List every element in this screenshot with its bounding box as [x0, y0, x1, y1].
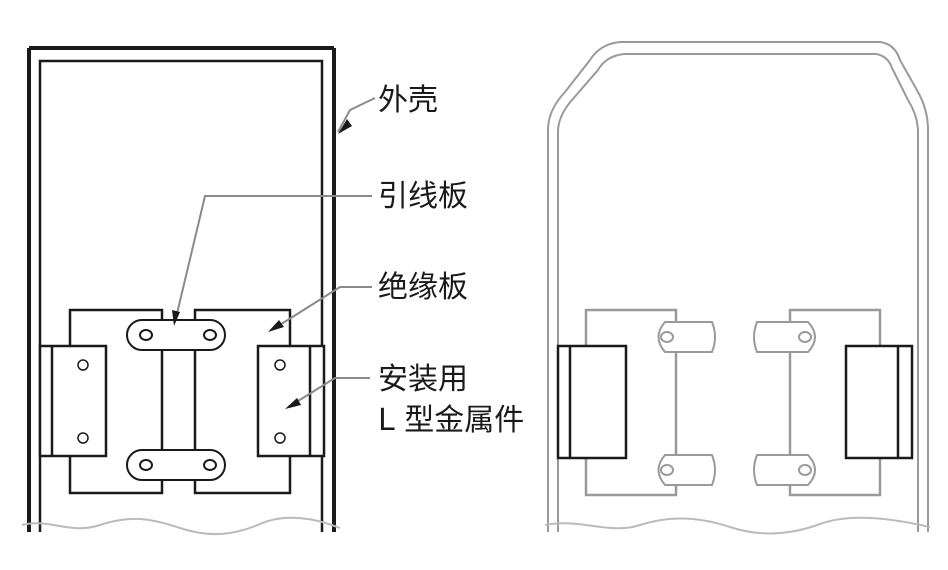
leader-lines [174, 97, 376, 407]
arrow-bracket [285, 398, 301, 409]
rounded-enclosure [547, 41, 929, 532]
tab-top-left [657, 321, 716, 353]
leader-bracket [289, 377, 370, 407]
top-lead-plate [126, 319, 226, 351]
right-view-right-bracket [844, 344, 914, 460]
bottom-lead-plate [126, 449, 226, 481]
break-line-left [21, 516, 341, 536]
break-line-right [544, 516, 931, 535]
leader-insulation-plate [274, 286, 372, 329]
leader-arrowheads [172, 119, 352, 409]
label-shell: 外壳 [378, 83, 438, 118]
arrow-insulation-plate [268, 320, 284, 332]
label-bracket-line2: L 型金属件 [378, 403, 524, 438]
left-view [21, 46, 341, 536]
right-view-left-bracket [556, 344, 628, 460]
arrow-lead-plate [172, 310, 180, 326]
label-bracket-line1: 安装用 [378, 362, 468, 397]
label-insulation-plate: 绝缘板 [378, 270, 468, 305]
leader-shell [337, 97, 376, 133]
tab-bottom-right [753, 454, 816, 486]
arrow-shell [338, 119, 352, 134]
right-view [544, 41, 931, 535]
leader-lead-plate [174, 195, 372, 323]
right-l-bracket [256, 344, 326, 458]
label-lead-plate: 引线板 [378, 179, 468, 214]
labels: 外壳 引线板 绝缘板 安装用 L 型金属件 [378, 83, 524, 438]
tab-bottom-left [657, 454, 716, 486]
left-l-bracket [38, 344, 108, 458]
tab-top-right [753, 321, 816, 353]
terminal-tabs [657, 321, 816, 486]
